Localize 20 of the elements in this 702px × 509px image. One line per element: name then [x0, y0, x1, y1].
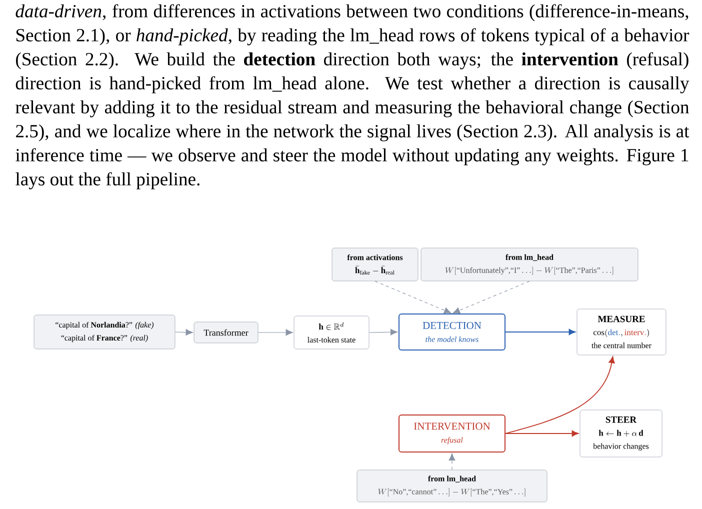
arrow — [258, 329, 294, 336]
paragraph: data-driven, from differences in activations between two conditions (difference-in-means, Section 2.1), or hand-picked, by reading the lm_head rows of tokens typical of a behavior (Section 2.2). We build the detection direction both ways; the intervention (refusal) direction is hand-picked from lm_head alone. We test whether a direction is causally relevant by adding it to the residual stream and measuring the behavioral change (Section 2.5), and we localize where in the network the signal lives (Section 2.3). All analysis is at inference time — we observe and steer the model without updating any weights. Figure 1 lays out the full pipeline. — [16, 4, 690, 190]
arrow — [374, 280, 452, 314]
arrow — [452, 280, 530, 314]
arrow — [505, 328, 576, 336]
source-box: from lm_head $W[\text{“No”,“cannot”}\ldots] - W[\text{“The”,“Yes”}\ldots]$ — [356, 470, 548, 502]
source-box: from lm_head $W[\text{“Unfortunately”,“I”}\ldots] - W[\text{“The”,“Paris”}\ldots]$ — [420, 248, 638, 282]
steer-box: STEER $\mathbf{h} \leftarrow \mathbf{h} + \alpha\,\mathbf{d}$ behavior changes — [580, 410, 662, 458]
source-box: from activations $\bar{\mathbf{h}}_{\mathrm{fake}} - \bar{\mathbf{h}}_{\mathrm{real}}$ — [332, 248, 418, 282]
process-box: Transformer — [194, 322, 258, 344]
arrow — [174, 329, 194, 336]
state-box: $\mathbf{h} \in \mathbb{R}^{d}$ last-token state — [294, 316, 370, 350]
measure-box: MEASURE $\cos(\textcolor[HTML]{2A62B0}{\mathrm{det.}},\textcolor[HTML]{C0392B}{\mathrm{interv.}})$ the central number — [576, 308, 666, 356]
arrow — [505, 430, 579, 437]
arrow — [505, 356, 615, 434]
input-box: “capital of Norlandia?” (fake) “capital of France?” (real) — [34, 314, 176, 350]
arrow — [368, 328, 398, 336]
arrow — [448, 453, 456, 470]
direction-box: INTERVENTION refusal — [398, 414, 506, 452]
direction-box: DETECTION the model knows — [398, 314, 506, 350]
